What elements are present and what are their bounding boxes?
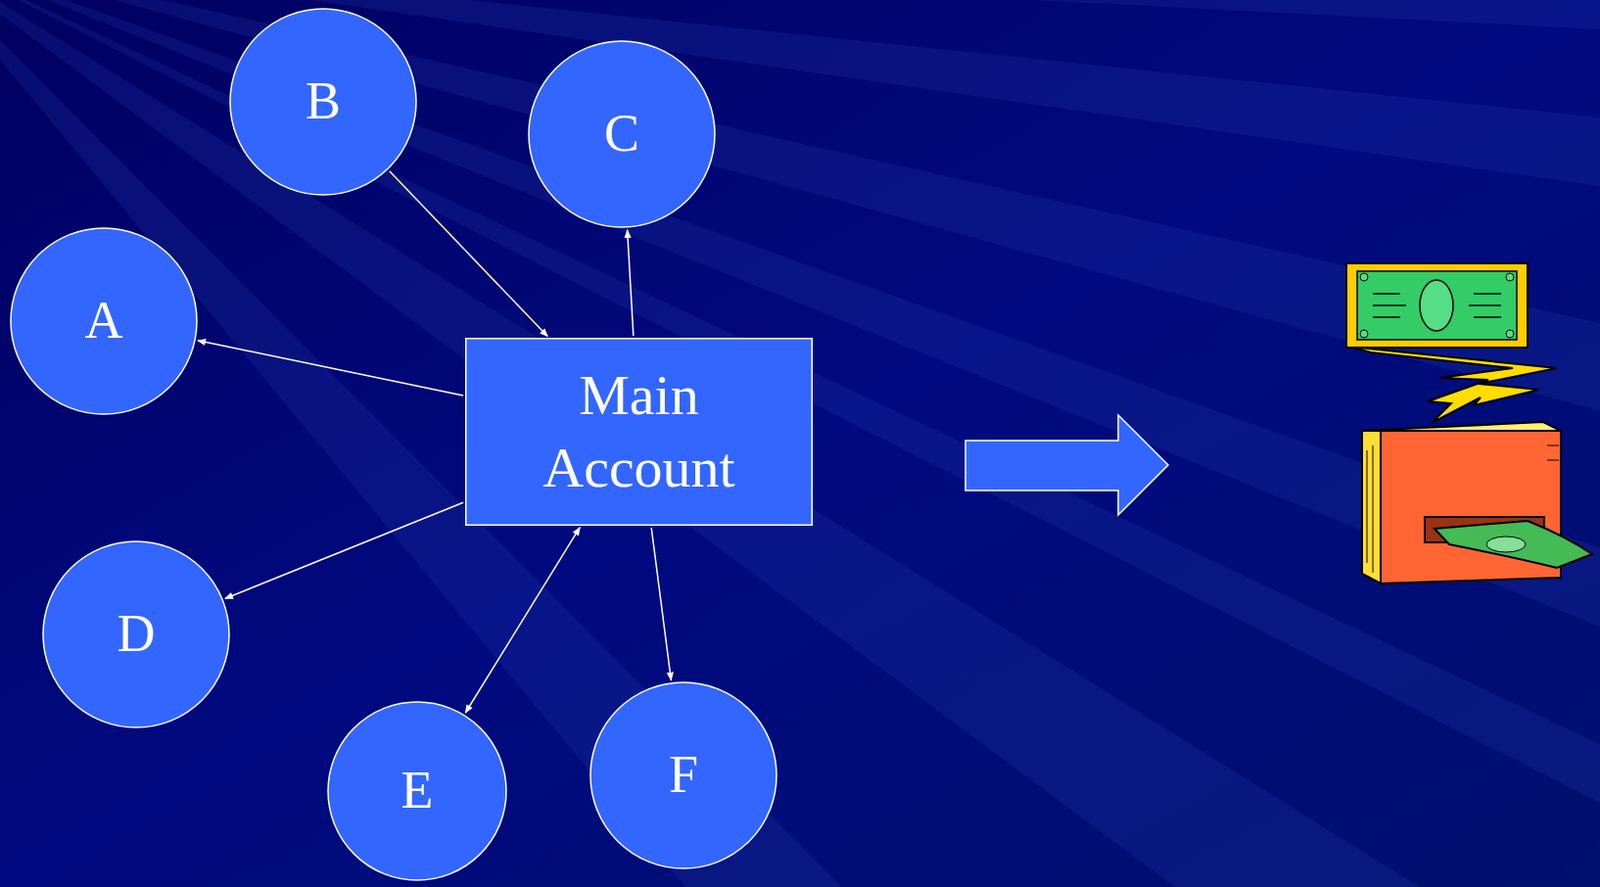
account-circle: B: [229, 7, 418, 196]
node-label: A: [85, 291, 124, 350]
circle-shape: [43, 541, 230, 728]
node-label: E: [401, 761, 434, 820]
account-circle: D: [42, 540, 231, 729]
account-circle: A: [9, 227, 198, 416]
node-label: C: [604, 104, 640, 163]
block-arrow: [965, 415, 1169, 516]
connector-arrow: [225, 502, 464, 599]
account-box: Main Account: [465, 337, 813, 526]
connector-arrow: [389, 171, 548, 337]
circle-shape: [590, 682, 777, 869]
bill-lines: [1372, 293, 1502, 318]
node-label: Main Account: [512, 359, 767, 505]
circle-shape: [328, 702, 507, 881]
bill: [1357, 271, 1517, 340]
account-circle: F: [589, 681, 778, 870]
bill-portrait: [1419, 280, 1454, 331]
cash-out: [1434, 520, 1593, 568]
machine-top: [1362, 422, 1561, 431]
lightning-bolt: [1349, 346, 1557, 424]
node-label: F: [668, 746, 699, 804]
machine-side: [1362, 430, 1381, 584]
circle-shape: [230, 8, 417, 195]
connector-arrow: [627, 230, 634, 336]
circle-shape: [528, 41, 715, 228]
node-label: B: [305, 72, 341, 131]
bill-frame: [1346, 263, 1528, 348]
node-label: D: [117, 605, 156, 663]
connector-arrow: [651, 527, 671, 681]
account-circle: C: [527, 40, 716, 229]
money-clipart: [1346, 263, 1593, 584]
account-circle: E: [327, 701, 508, 882]
circle-shape: [10, 228, 197, 415]
rect-shape: [466, 338, 813, 526]
connector-arrow: [197, 340, 464, 396]
connector-arrow: [465, 527, 580, 713]
